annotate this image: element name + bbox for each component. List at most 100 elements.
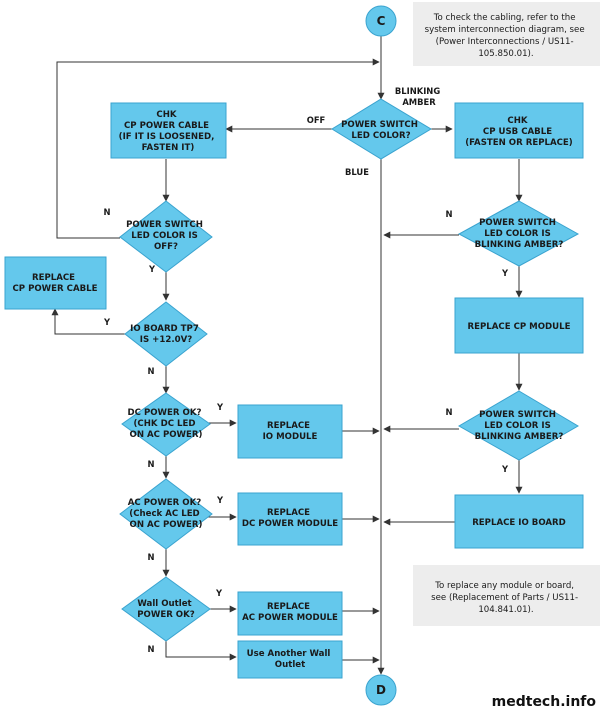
decision-line: OFF? (154, 242, 178, 252)
action-line: Outlet (275, 660, 305, 670)
action-replace-ac-power-module: REPLACE AC POWER MODULE (237, 591, 343, 636)
decision-ac-ok: AC POWER OK? (Check AC LED ON AC POWER) (119, 478, 213, 550)
action-line: REPLACE CP MODULE (468, 322, 571, 332)
edge-wall-ok-n (165, 640, 237, 661)
decision-dc-ok: DC POWER OK? (CHK DC LED ON AC POWER) (121, 392, 211, 457)
svg-text:To replace any module or board: To replace any module or board, see (Rep… (431, 581, 581, 615)
note-cabling-line: 105.850.01). (478, 49, 533, 59)
action-replace-io-module: REPLACE IO MODULE (237, 404, 343, 459)
action-line: REPLACE (267, 602, 310, 612)
action-line: REPLACE (267, 508, 310, 518)
decision-line: LED COLOR? (351, 131, 410, 141)
svg-text:Wall Outlet POWER OK?: Wall Outlet POWER OK? (137, 599, 195, 620)
decision-line: POWER SWITCH (479, 218, 556, 228)
label-blinking-amber-line: AMBER (402, 97, 436, 107)
decision-line: IS +12.0V? (140, 335, 192, 345)
decision-blinking-amber-1: POWER SWITCH LED COLOR IS BLINKING AMBER… (457, 200, 580, 267)
svg-text:REPLACE DC POWER MODULE: REPLACE DC POWER MODULE (242, 508, 338, 529)
decision-line: BLINKING AMBER? (475, 240, 564, 250)
svg-text:REPLACE CP MODULE: REPLACE CP MODULE (468, 322, 571, 332)
svg-text:REPLACE IO MODULE: REPLACE IO MODULE (263, 421, 318, 442)
svg-text:CHK CP USB CABLE (: CHK CP USB CABLE (FASTEN OR REPLACE) (465, 116, 573, 148)
label-is-off-n: N (103, 207, 110, 217)
svg-text:REPLACE AC POWER MODULE: REPLACE AC POWER MODULE (242, 602, 338, 623)
decision-line: POWER SWITCH (479, 410, 556, 420)
action-replace-io-board: REPLACE IO BOARD (454, 494, 584, 549)
decision-line: POWER SWITCH (126, 220, 203, 230)
action-line: REPLACE (267, 421, 310, 431)
edge-tp7-y (51, 308, 130, 335)
action-line: REPLACE IO BOARD (472, 518, 566, 528)
decision-wall-outlet: Wall Outlet POWER OK? (121, 576, 211, 642)
action-line: Use Another Wall (247, 649, 331, 659)
note-cabling-line: (Power Interconnections / US11- (436, 37, 574, 47)
label-blinking-1-y: Y (501, 268, 509, 278)
action-replace-cp-module: REPLACE CP MODULE (454, 297, 584, 354)
svg-text:IO BOARD TP7 IS +12.0V?: IO BOARD TP7 IS +12.0V? (130, 324, 202, 345)
decision-line: ON AC POWER) (130, 430, 203, 440)
action-line: (IF IT IS LOOSENED, (119, 132, 215, 142)
decision-is-off: POWER SWITCH LED COLOR IS OFF? (119, 200, 213, 273)
action-line: FASTEN IT) (142, 143, 195, 153)
svg-text:POWER SWITCH LED COLOR I: POWER SWITCH LED COLOR IS BLINKING AMBER… (475, 410, 564, 442)
action-line: (FASTEN OR REPLACE) (465, 138, 573, 148)
action-line: CHK (156, 110, 176, 120)
decision-line: IO BOARD TP7 (130, 324, 199, 334)
edge-is-off-n-loop (56, 58, 380, 239)
decision-line: LED COLOR IS (484, 421, 551, 431)
decision-line: (Check AC LED (129, 509, 199, 519)
decision-line: POWER SWITCH (341, 120, 418, 130)
watermark: medtech.info (492, 694, 597, 710)
note-replace-line: see (Replacement of Parts / US11- (431, 593, 578, 603)
svg-text:POWER SWITCH LED COLOR I: POWER SWITCH LED COLOR IS OFF? (126, 220, 206, 252)
svg-text:Use Another Wall Outlet: Use Another Wall Outlet (247, 649, 334, 670)
action-line: REPLACE (32, 273, 75, 283)
edge-labels: OFF BLINKING AMBER BLUE N Y Y N Y N Y N … (103, 86, 509, 654)
note-replace: To replace any module or board, see (Rep… (413, 565, 600, 626)
svg-text:DC POWER OK? (CHK DC LED: DC POWER OK? (CHK DC LED ON AC POWER) (128, 408, 205, 440)
label-wall-ok-n: N (147, 644, 154, 654)
label-wall-ok-y: Y (215, 588, 223, 598)
terminal-d: D (365, 674, 397, 706)
connectors (51, 36, 523, 675)
decision-line: LED COLOR IS (131, 231, 198, 241)
svg-text:To check the cabling, refer to: To check the cabling, refer to the syste… (425, 13, 588, 59)
decision-line: DC POWER OK? (128, 408, 202, 418)
svg-text:REPLACE IO BOARD: REPLACE IO BOARD (472, 518, 566, 528)
svg-text:POWER SWITCH LED COLOR I: POWER SWITCH LED COLOR IS BLINKING AMBER… (475, 218, 564, 250)
label-tp7-n: N (147, 366, 154, 376)
terminal-d-label: D (376, 683, 386, 697)
action-line: CP POWER CABLE (124, 121, 209, 131)
svg-text:CHK CP POWER CABLE: CHK CP POWER CABLE (IF IT IS LOOSENED, F… (119, 110, 218, 153)
decision-line: AC POWER OK? (128, 498, 201, 508)
decision-blinking-amber-2: POWER SWITCH LED COLOR IS BLINKING AMBER… (457, 390, 579, 461)
action-line: CP USB CABLE (483, 127, 552, 137)
action-replace-cp-power-cable: REPLACE CP POWER CABLE (4, 256, 107, 310)
label-blinking-amber-line: BLINKING (395, 86, 440, 96)
label-blinking-1-n: N (445, 209, 452, 219)
label-is-off-y: Y (148, 264, 156, 274)
decision-line: LED COLOR IS (484, 229, 551, 239)
label-ac-ok-n: N (147, 552, 154, 562)
decision-line: Wall Outlet (137, 599, 191, 609)
action-replace-dc-power-module: REPLACE DC POWER MODULE (237, 492, 343, 546)
action-line: CHK (507, 116, 527, 126)
label-dc-ok-n: N (147, 459, 154, 469)
label-dc-ok-y: Y (216, 402, 224, 412)
decision-line: (CHK DC LED (134, 419, 196, 429)
label-ac-ok-y: Y (216, 495, 224, 505)
label-blue: BLUE (345, 167, 369, 177)
action-chk-cp-power-cable: CHK CP POWER CABLE (IF IT IS LOOSENED, F… (110, 102, 227, 159)
action-line: IO MODULE (263, 432, 318, 442)
decision-line: BLINKING AMBER? (475, 432, 564, 442)
label-blinking-2-y: Y (501, 464, 509, 474)
decision-io-tp7: IO BOARD TP7 IS +12.0V? (124, 301, 208, 367)
decision-line: ON AC POWER) (130, 520, 203, 530)
note-cabling-line: system interconnection diagram, see (425, 25, 585, 35)
note-replace-line: 104.841.01). (478, 605, 533, 615)
terminal-c: C (365, 5, 397, 37)
note-cabling-line: To check the cabling, refer to the (433, 13, 576, 23)
action-line: DC POWER MODULE (242, 519, 338, 529)
decision-power-switch-color: POWER SWITCH LED COLOR? (331, 98, 432, 160)
